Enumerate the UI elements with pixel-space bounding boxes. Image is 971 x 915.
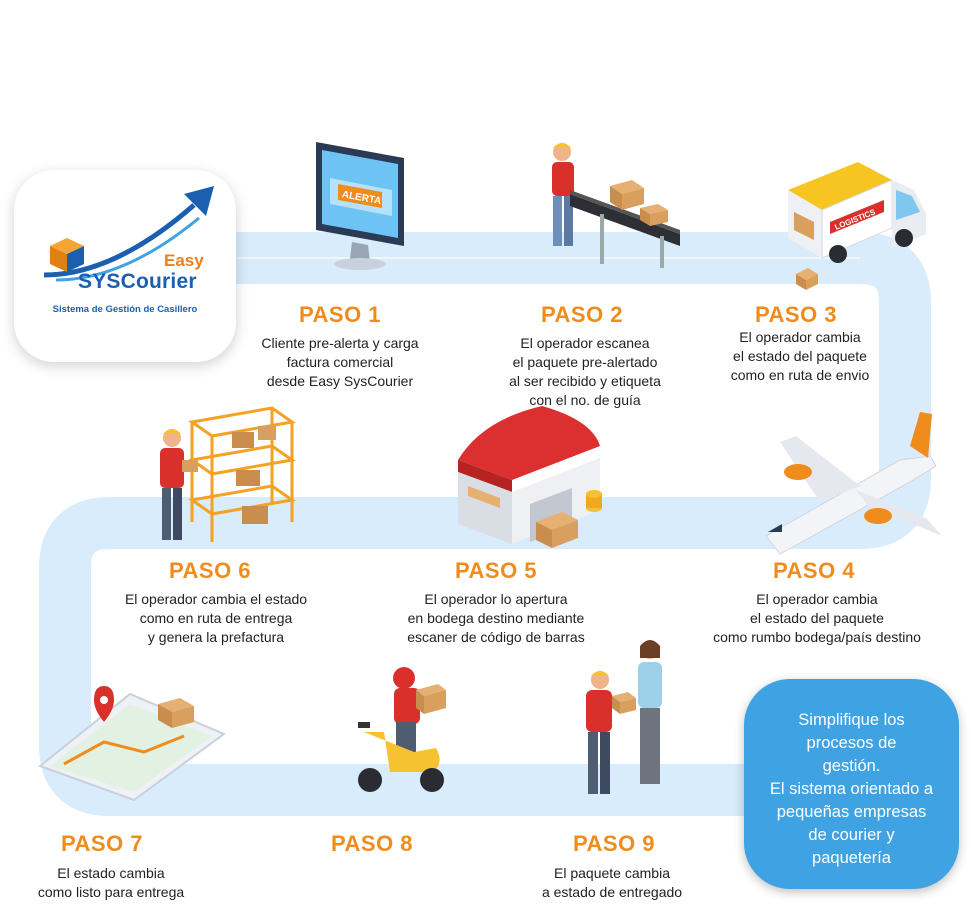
box-logo-icon: [50, 238, 84, 272]
step-1-title: PASO 1: [298, 302, 382, 327]
handover-icon: [586, 640, 662, 794]
step-4-title: PASO 4: [772, 558, 856, 583]
step-6-desc: El operador cambia el estado como en rut…: [124, 591, 308, 645]
step-9-desc: El paquete cambia a estado de entregado: [541, 865, 683, 900]
step-9-title: PASO 9: [572, 831, 656, 856]
growth-arrow-icon: [43, 186, 214, 282]
step-1-desc: Cliente pre-alerta y carga factura comer…: [261, 335, 419, 389]
logistics-truck-icon: LOGISTICS: [788, 162, 926, 290]
airplane-icon: [765, 412, 942, 555]
step-8-title: PASO 8: [330, 831, 414, 856]
computer-alert-icon: ALERTA: [316, 142, 404, 270]
step-3-desc: El operador cambia el estado del paquete…: [730, 329, 870, 383]
step-5-desc: El operador lo apertura en bodega destin…: [407, 591, 585, 645]
shelf-operator-icon: [160, 406, 296, 542]
callout-bubble: Simplifique los procesos de gestión. El …: [744, 679, 959, 889]
step-2-title: PASO 2: [540, 302, 624, 327]
step-4-desc: El operador cambia el estado del paquete…: [713, 591, 921, 645]
delivery-scooter-icon: [358, 667, 446, 792]
brand-subtitle: Sistema de Gestión de Casillero: [52, 304, 198, 315]
step-3-title: PASO 3: [754, 302, 838, 327]
conveyor-operator-icon: [552, 143, 680, 268]
step-7-title: PASO 7: [60, 831, 144, 856]
step-5-title: PASO 5: [454, 558, 538, 583]
step-6-title: PASO 6: [168, 558, 252, 583]
brand-name-easy: Easy: [164, 251, 204, 270]
brand-name: SYSCourier: [78, 270, 197, 293]
step-7-desc: El estado cambia como listo para entrega: [37, 865, 185, 900]
callout-text: Simplifique los procesos de gestión. El …: [769, 711, 934, 867]
brand-logo-card: Easy SYSCourier Sistema de Gestión de Ca…: [14, 170, 236, 362]
step-2-desc: El operador escanea el paquete pre-alert…: [509, 335, 661, 408]
warehouse-icon: [458, 406, 602, 548]
map-phone-icon: [37, 686, 227, 802]
